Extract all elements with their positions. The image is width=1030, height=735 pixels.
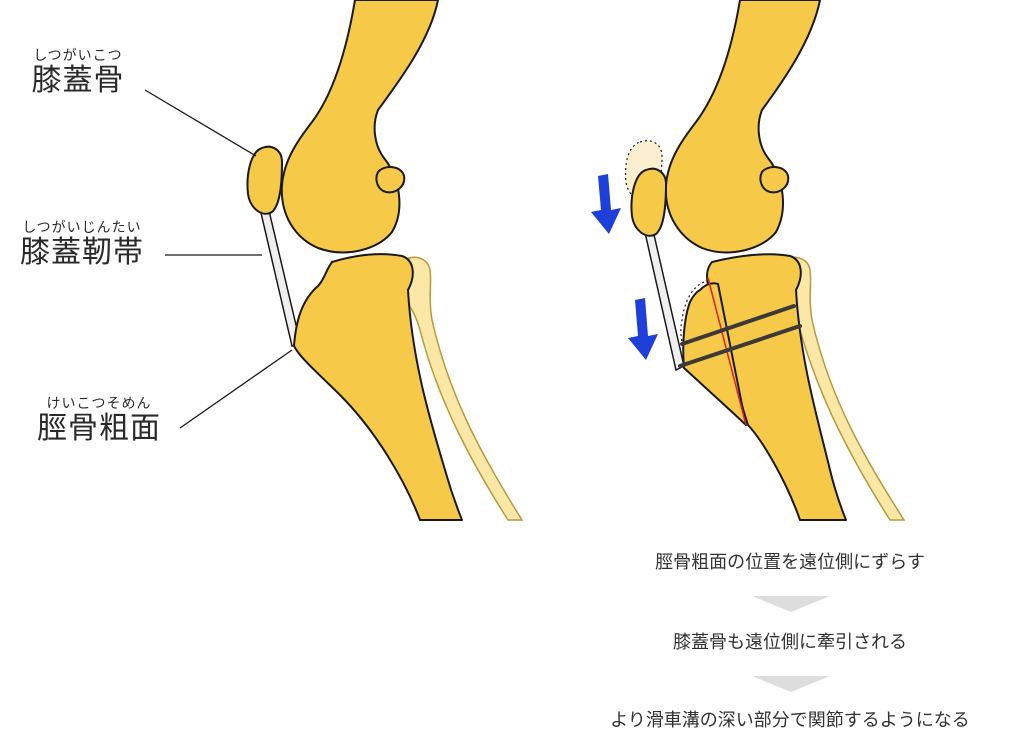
right-knee [591,0,906,521]
label-tuberosity-ruby: けいこつそめん [46,396,152,412]
patella [246,145,283,215]
label-patella-text: 膝蓋骨 [31,63,125,98]
fabella [759,166,790,194]
chevron-down-icon [752,596,830,612]
tibia [293,253,463,521]
fixation-pin-lower [678,324,802,368]
femur [664,0,821,254]
left-knee [144,0,524,521]
label-tuberosity: けいこつそめん 脛骨粗面 [24,396,174,446]
femur [280,0,439,254]
leader-patella [144,89,257,157]
label-ligament: しつがいじんたい 膝蓋靭帯 [4,220,160,270]
step-1: 脛骨粗面の位置を遠位側にずらす [655,552,925,573]
label-patella-ruby: しつがいこつ [33,48,123,64]
down-arrow-icon [628,298,658,360]
step-3: より滑車溝の深い部分で関節するようになる [610,710,970,731]
label-patella: しつがいこつ 膝蓋骨 [18,48,138,98]
fixation-pin-upper [680,304,796,346]
patella [630,167,667,237]
leader-tuberosity [179,349,293,429]
down-arrow-icon [591,174,621,234]
step-2: 膝蓋骨も遠位側に牽引される [673,632,907,653]
label-tuberosity-text: 脛骨粗面 [37,411,161,446]
chevron-down-icon [752,676,830,692]
original-tuberosity-outline [680,281,705,343]
fabella [375,166,406,194]
label-ligament-text: 膝蓋靭帯 [20,235,144,270]
label-ligament-ruby: しつがいじんたい [22,220,142,236]
